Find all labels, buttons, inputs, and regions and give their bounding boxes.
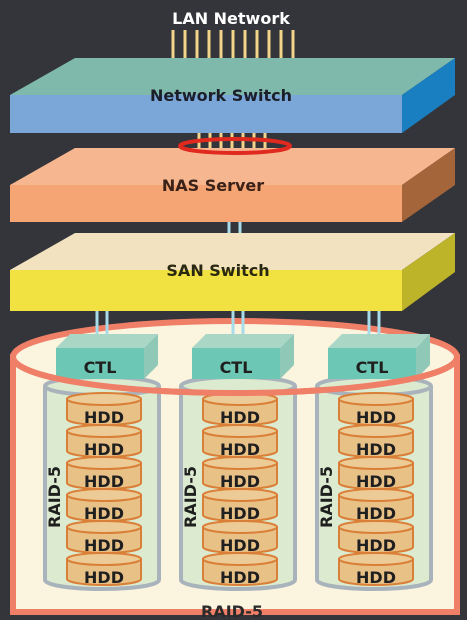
hdd-label: HDD bbox=[84, 440, 124, 459]
hdd-disk: HDD bbox=[338, 456, 414, 491]
network-switch-top bbox=[10, 58, 455, 95]
san-switch-label: SAN Switch bbox=[166, 261, 269, 280]
hdd-disk: HDD bbox=[202, 392, 278, 427]
hdd-label: HDD bbox=[356, 408, 396, 427]
san-switch: SAN Switch bbox=[10, 233, 455, 311]
hdd-label: HDD bbox=[356, 536, 396, 555]
hdd-label: HDD bbox=[220, 472, 260, 491]
hdd-disk: HDD bbox=[338, 488, 414, 523]
raid-group-label: RAID-5 bbox=[181, 466, 200, 528]
lan-network-label: LAN Network bbox=[172, 9, 290, 28]
hdd-label: HDD bbox=[220, 504, 260, 523]
hdd-label: HDD bbox=[84, 472, 124, 491]
hdd-label: HDD bbox=[220, 440, 260, 459]
controller-side bbox=[280, 334, 294, 379]
network-switch-label: Network Switch bbox=[150, 86, 292, 105]
hdd-label: HDD bbox=[220, 408, 260, 427]
hdd-disk: HDD bbox=[202, 456, 278, 491]
hdd-label: HDD bbox=[356, 568, 396, 587]
controller-side bbox=[416, 334, 430, 379]
nas-server: NAS Server bbox=[10, 148, 455, 222]
hdd-label: HDD bbox=[84, 568, 124, 587]
san-switch-side bbox=[402, 233, 455, 311]
controller-top bbox=[328, 334, 430, 348]
hdd-disk: HDD bbox=[338, 520, 414, 555]
hdd-disk: HDD bbox=[338, 392, 414, 427]
hdd-disk: HDD bbox=[66, 456, 142, 491]
hdd-disk: HDD bbox=[338, 552, 414, 587]
controller-top bbox=[192, 334, 294, 348]
hdd-label: HDD bbox=[84, 536, 124, 555]
hdd-disk: HDD bbox=[66, 520, 142, 555]
raid-column: RAID-5 CTL HDD HDD HDD HDD HDD HDD bbox=[43, 311, 161, 591]
hdd-disk: HDD bbox=[66, 488, 142, 523]
hdd-label: HDD bbox=[356, 472, 396, 491]
network-switch: Network Switch bbox=[10, 58, 455, 133]
hdd-disk: HDD bbox=[202, 488, 278, 523]
hdd-disk: HDD bbox=[66, 424, 142, 459]
hdd-label: HDD bbox=[220, 568, 260, 587]
controller-top bbox=[56, 334, 158, 348]
raid-column: RAID-5 CTL HDD HDD HDD HDD HDD HDD bbox=[315, 311, 433, 591]
hdd-disk: HDD bbox=[202, 424, 278, 459]
controller-side bbox=[144, 334, 158, 379]
controller-label: CTL bbox=[220, 358, 253, 377]
hdd-disk: HDD bbox=[202, 520, 278, 555]
raid-group-label: RAID-5 bbox=[45, 466, 64, 528]
san-switch-top bbox=[10, 233, 455, 270]
controller-front bbox=[328, 348, 416, 379]
hdd-disk: HDD bbox=[66, 552, 142, 587]
hdd-label: HDD bbox=[220, 536, 260, 555]
controller-front bbox=[56, 348, 144, 379]
hdd-disk: HDD bbox=[338, 424, 414, 459]
nas-server-top bbox=[10, 148, 455, 185]
hdd-label: HDD bbox=[84, 504, 124, 523]
network-switch-front bbox=[10, 95, 402, 133]
outer-cylinder-rim-front bbox=[10, 356, 460, 396]
hdd-disk: HDD bbox=[66, 392, 142, 427]
raid-group-label: RAID-5 bbox=[317, 466, 336, 528]
raid-columns: RAID-5 CTL HDD HDD HDD HDD HDD HDD RAID-5 CTL HDD H… bbox=[43, 311, 433, 591]
network-switch-side bbox=[402, 58, 455, 133]
controller-front bbox=[192, 348, 280, 379]
controller-label: CTL bbox=[84, 358, 117, 377]
hdd-label: HDD bbox=[84, 408, 124, 427]
raid-column: RAID-5 CTL HDD HDD HDD HDD HDD HDD bbox=[179, 311, 297, 591]
hdd-disk: HDD bbox=[202, 552, 278, 587]
nas-server-front bbox=[10, 185, 402, 222]
highlight-ring bbox=[178, 137, 292, 155]
san-switch-front bbox=[10, 270, 402, 311]
controller-label: CTL bbox=[356, 358, 389, 377]
hdd-label: HDD bbox=[356, 440, 396, 459]
nas-server-label: NAS Server bbox=[162, 176, 264, 195]
hdd-label: HDD bbox=[356, 504, 396, 523]
nas-server-side bbox=[402, 148, 455, 222]
outer-raid-label: RAID-5 bbox=[201, 602, 263, 620]
